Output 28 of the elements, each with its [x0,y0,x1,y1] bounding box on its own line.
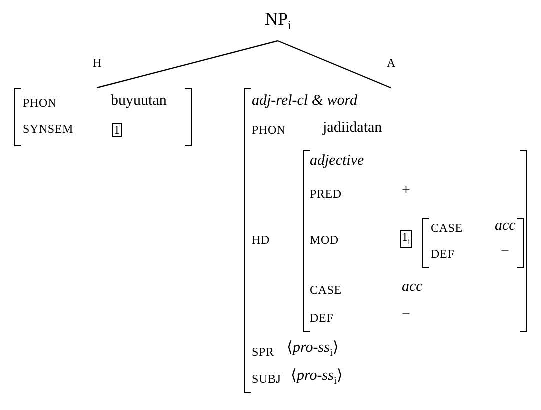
tag-number: 1$_{i}$ [400,230,412,248]
feature-value: acc [402,279,423,296]
feature-label: PRED [310,188,342,202]
tree-branch-line [96,40,278,89]
feature-label: SPR [252,346,274,360]
feature-label: PHON [23,97,57,110]
feature-value: acc [495,218,516,234]
feature-value: − [402,307,410,324]
feature-value: jadiidatan [323,120,382,136]
category-label: NP$_{i}$ [265,10,292,34]
feature-value: − [501,244,510,260]
feature-label: CASE [431,222,463,236]
feature-label: SUBJ [252,373,282,386]
feature-value: + [402,183,410,200]
feature-label: HD [252,234,270,248]
feature-label: DEF [431,248,455,262]
feature-value: buyuutan [111,93,167,110]
type-label: adj-rel-cl & word [252,93,358,110]
tag-number: 1 [112,123,122,137]
feature-label: DEF [310,312,334,326]
tree-branch-line [278,40,392,89]
feature-label: SYNSEM [23,123,74,136]
list-value: ⟨pro-ss$_{i}$⟩ [287,340,339,360]
feature-label: MOD [310,234,339,248]
feature-label: CASE [310,284,342,298]
type-label: adjective [310,153,364,170]
feature-label: PHON [252,124,286,138]
list-value: ⟨pro-ss$_{i}$⟩ [291,368,343,388]
